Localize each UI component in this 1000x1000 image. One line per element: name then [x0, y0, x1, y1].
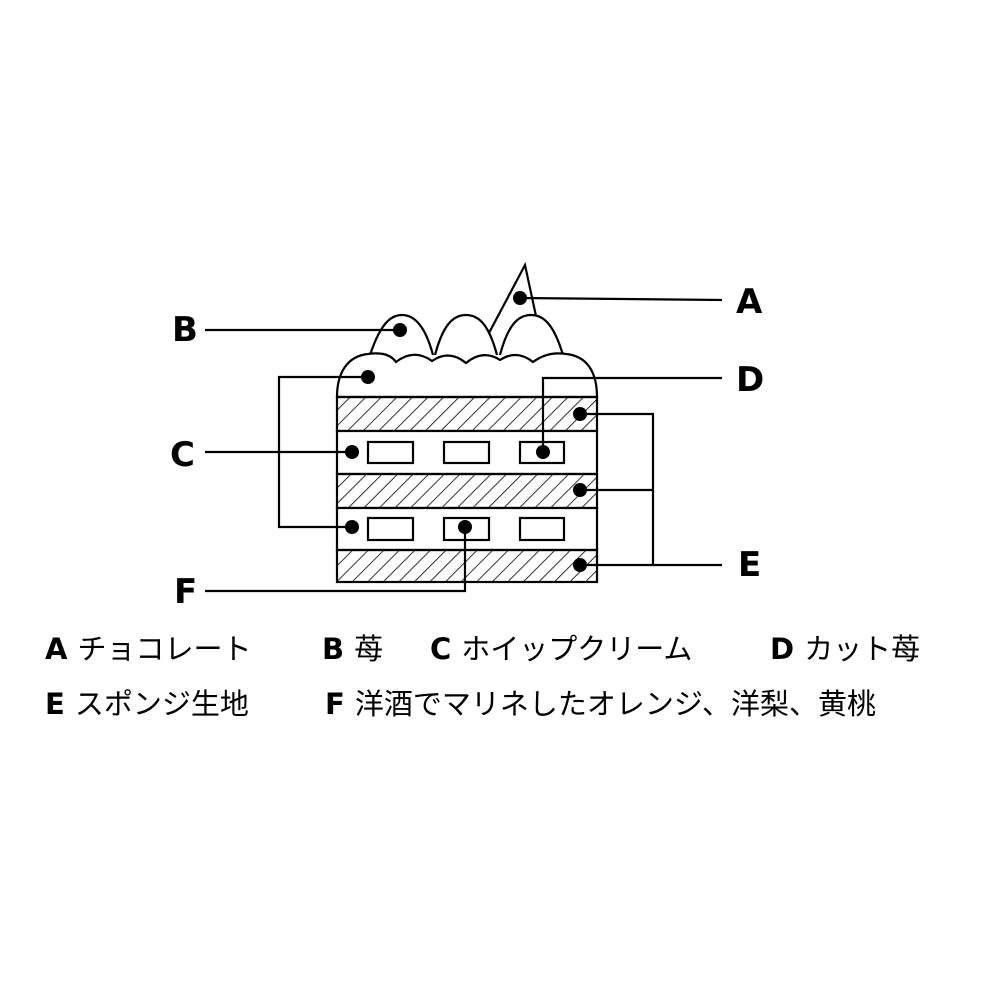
- marinated-fruit: [366, 516, 415, 542]
- marker-dot: [573, 558, 587, 572]
- sponge-layer-1: [335, 395, 599, 433]
- legend-item-c: C ホイップクリーム: [430, 635, 692, 664]
- legend-text: ホイップクリーム: [461, 632, 693, 666]
- leader-line-a: [519, 296, 723, 302]
- legend-key: D: [770, 632, 795, 666]
- callout-b: B: [172, 310, 198, 350]
- marker-dot: [393, 323, 407, 337]
- callout-f: F: [174, 572, 198, 612]
- callout-e: E: [738, 545, 762, 585]
- marker-dot: [361, 370, 375, 384]
- sponge-layer-3: [335, 548, 599, 584]
- strawberry-3: [498, 313, 565, 356]
- marker-dot: [458, 520, 472, 534]
- callout-d: D: [736, 360, 765, 400]
- marinated-fruit: [518, 516, 566, 542]
- marker-dot: [513, 291, 527, 305]
- marker-dot: [345, 445, 359, 459]
- legend-item-a: A チョコレート: [45, 635, 251, 664]
- legend-key: E: [45, 687, 65, 721]
- marker-dot: [573, 407, 587, 421]
- strawberry-2: [433, 313, 499, 356]
- sponge-layer-2: [335, 472, 599, 510]
- legend-text: カット苺: [804, 632, 921, 666]
- legend-item-e: E スポンジ生地: [45, 690, 249, 719]
- leader-line-d: [541, 376, 722, 452]
- legend-key: F: [325, 687, 345, 721]
- marker-dot: [536, 445, 550, 459]
- legend-text: チョコレート: [77, 632, 252, 666]
- legend-item-f: F 洋酒でマリネしたオレンジ、洋梨、黄桃: [325, 690, 876, 719]
- leader-line-f: [205, 527, 467, 593]
- leader-line-c-bracket: [277, 375, 368, 529]
- legend-key: C: [430, 632, 452, 666]
- legend-text: スポンジ生地: [74, 687, 249, 721]
- marker-dot: [573, 483, 587, 497]
- legend-text: 洋酒でマリネしたオレンジ、洋梨、黄桃: [354, 687, 876, 721]
- cut-strawberry: [366, 440, 415, 465]
- callout-c: C: [170, 435, 195, 475]
- legend-key: A: [45, 632, 68, 666]
- marker-dot: [345, 520, 359, 534]
- cut-strawberry: [442, 440, 491, 465]
- whipped-cream-top: [335, 352, 599, 399]
- legend-item-d: D カット苺: [770, 635, 920, 664]
- legend-key: B: [322, 632, 345, 666]
- callout-a: A: [736, 282, 763, 322]
- legend-text: 苺: [354, 632, 384, 666]
